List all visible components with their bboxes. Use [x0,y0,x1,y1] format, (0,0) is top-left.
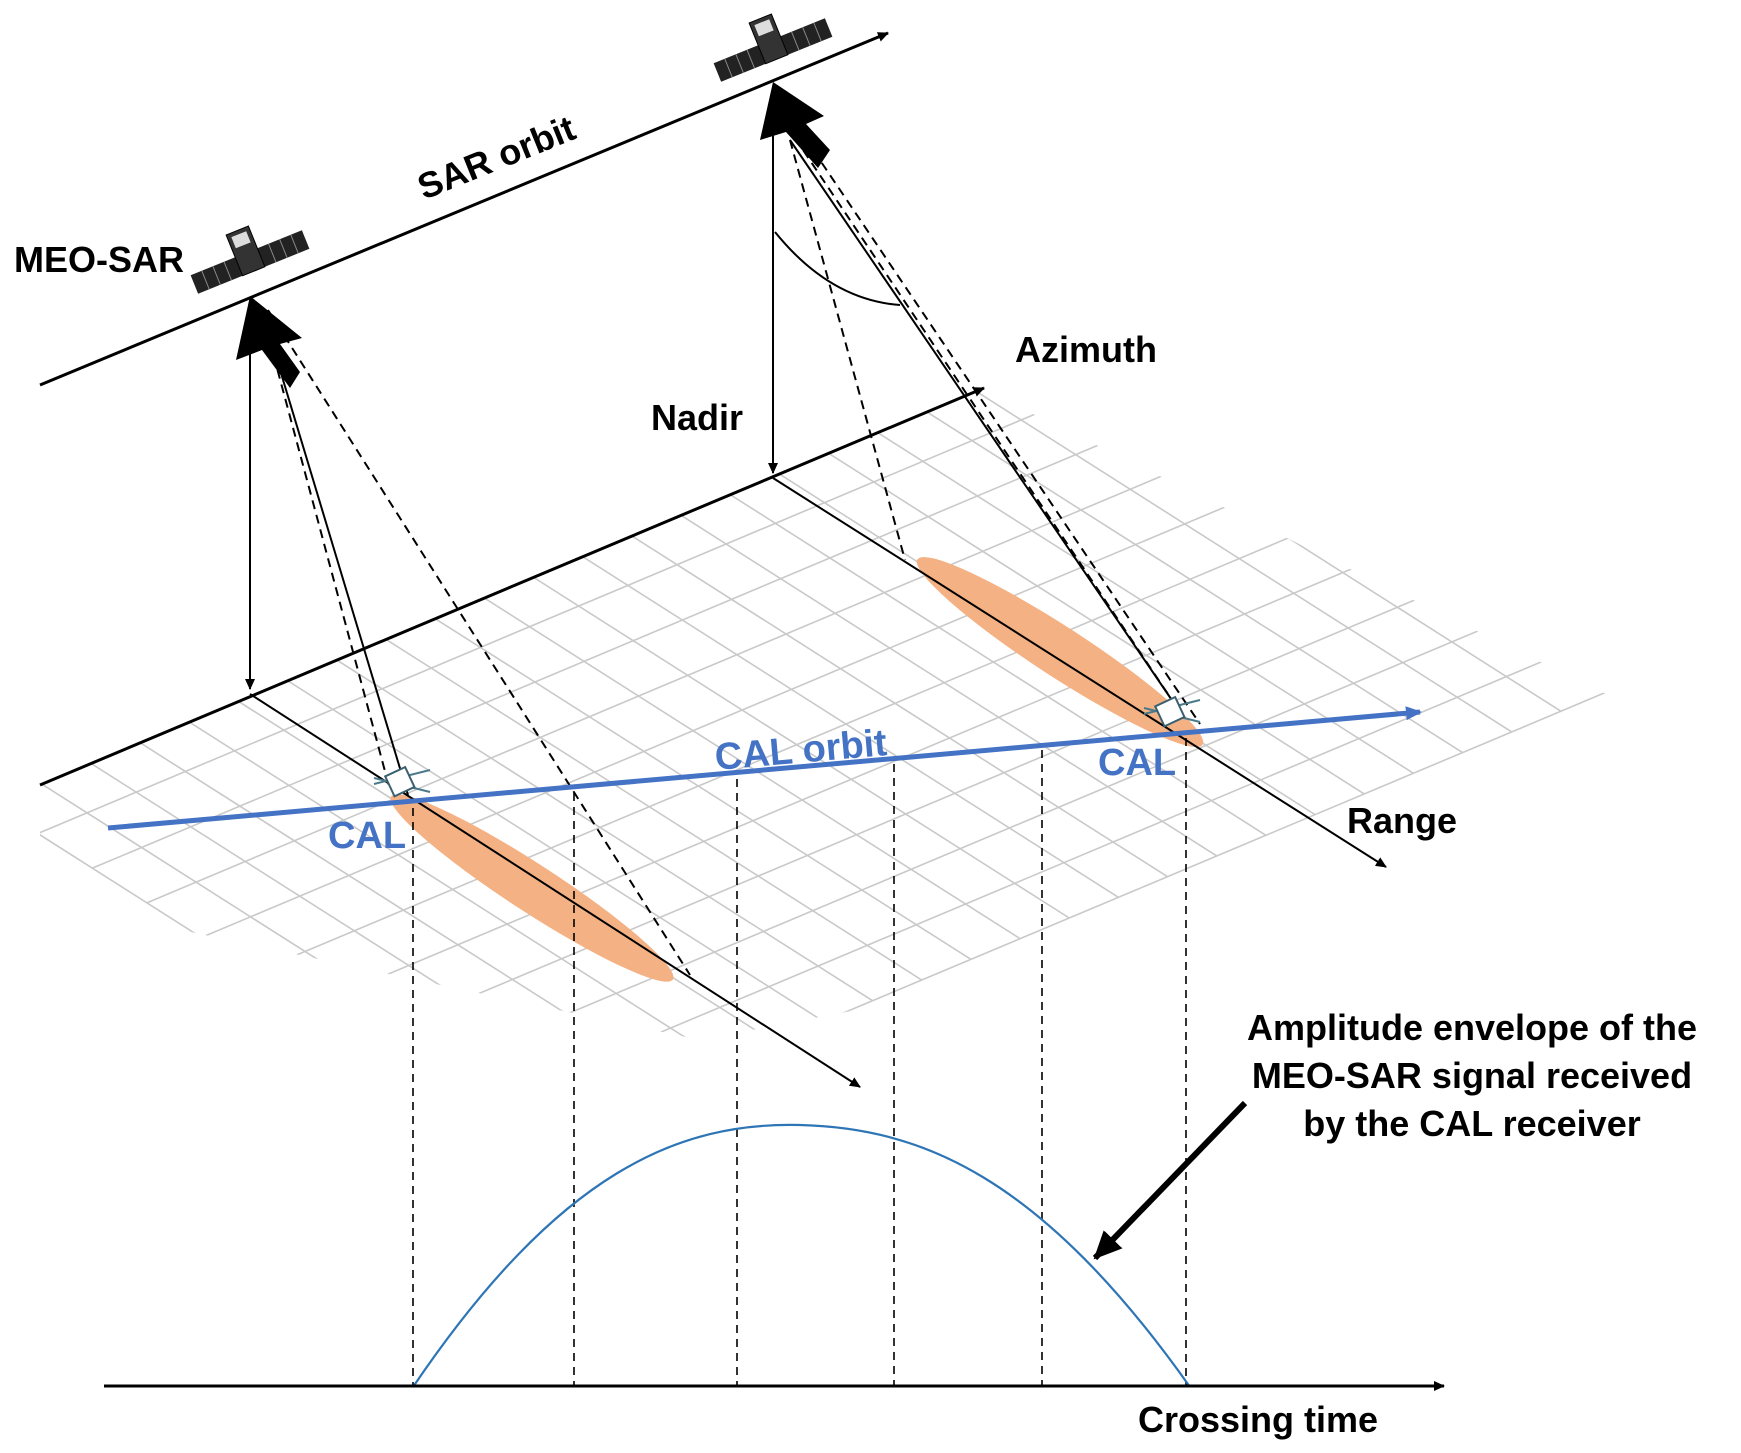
cal-receiver-icon [373,765,431,798]
sar-orbit-line [39,31,889,387]
grid-line [40,390,529,1040]
grid-line [419,579,1600,1040]
footprint-right [916,557,1204,747]
range-line-right [772,477,1387,868]
crossing-time-markers [412,738,1187,1386]
grid-line [40,390,1219,835]
grid-line [40,390,619,453]
cal-orbit-line [107,706,1422,831]
grid-line [40,390,824,1023]
grid-line [528,648,1709,1040]
nadir-label: Nadir [651,397,743,438]
grid-line [201,440,1382,939]
grid-line [73,390,1414,774]
crossing-time-label: Crossing time [1138,1399,1378,1440]
grid-line [123,390,1463,754]
meo-sar-satellite-icon [713,13,833,82]
meo-sar-satellite-icon [190,225,310,294]
ground-track-line [39,386,985,787]
grid-line [368,390,1709,650]
grid-line [473,613,1655,1040]
grid-line [40,390,892,627]
grid-line [40,390,1055,731]
grid-line [40,390,775,1040]
grid-line [364,544,1546,1040]
antenna-beam-icon [236,296,302,388]
amplitude-envelope-curve [412,1123,1191,1388]
beam-dash-left-2 [267,309,691,976]
sar-orbit-label: SAR orbit [412,107,581,207]
envelope-label-line1: Amplitude envelope of the [1247,1007,1697,1048]
grid-line [221,390,1562,712]
envelope-label-line3: by the CAL receiver [1303,1103,1640,1144]
grid-line [40,390,1021,940]
beam-dash-right-1 [789,139,906,561]
cal-left-label: CAL [328,815,406,857]
cal-right-label: CAL [1098,742,1176,784]
grid-line [92,390,1273,869]
cal-receiver-icon [1143,695,1201,728]
beam-dash-left-1 [261,311,391,791]
grid-line [40,390,1267,836]
grid-line [172,390,1513,733]
grid-line [40,390,1365,795]
grid-line [40,390,783,557]
envelope-label-line2: MEO-SAR signal received [1252,1055,1692,1096]
beam-solid-left [261,309,409,796]
footprint-left [390,794,674,982]
beam-dash-right-3 [804,137,1201,725]
beam-dash-right-2 [794,137,1181,713]
grid-line [319,390,1660,671]
range-line-left [249,693,861,1088]
meo-sar-label: MEO-SAR [14,239,184,280]
azimuth-label: Azimuth [1015,329,1157,370]
grid-line [40,390,1164,800]
grid-line [40,390,972,961]
look-angle-arc [774,231,901,306]
ground-grid [0,0,1709,1040]
cal-orbit-label: CAL orbit [713,722,889,779]
range-label: Range [1347,800,1457,841]
antenna-beam-icon [760,82,830,168]
grid-line [40,390,677,1040]
envelope-pointer-arrow [1092,1100,1248,1261]
grid-line [0,0,455,348]
grid-line [146,405,1328,904]
grid-line [40,390,628,1040]
grid-line [255,475,1437,973]
